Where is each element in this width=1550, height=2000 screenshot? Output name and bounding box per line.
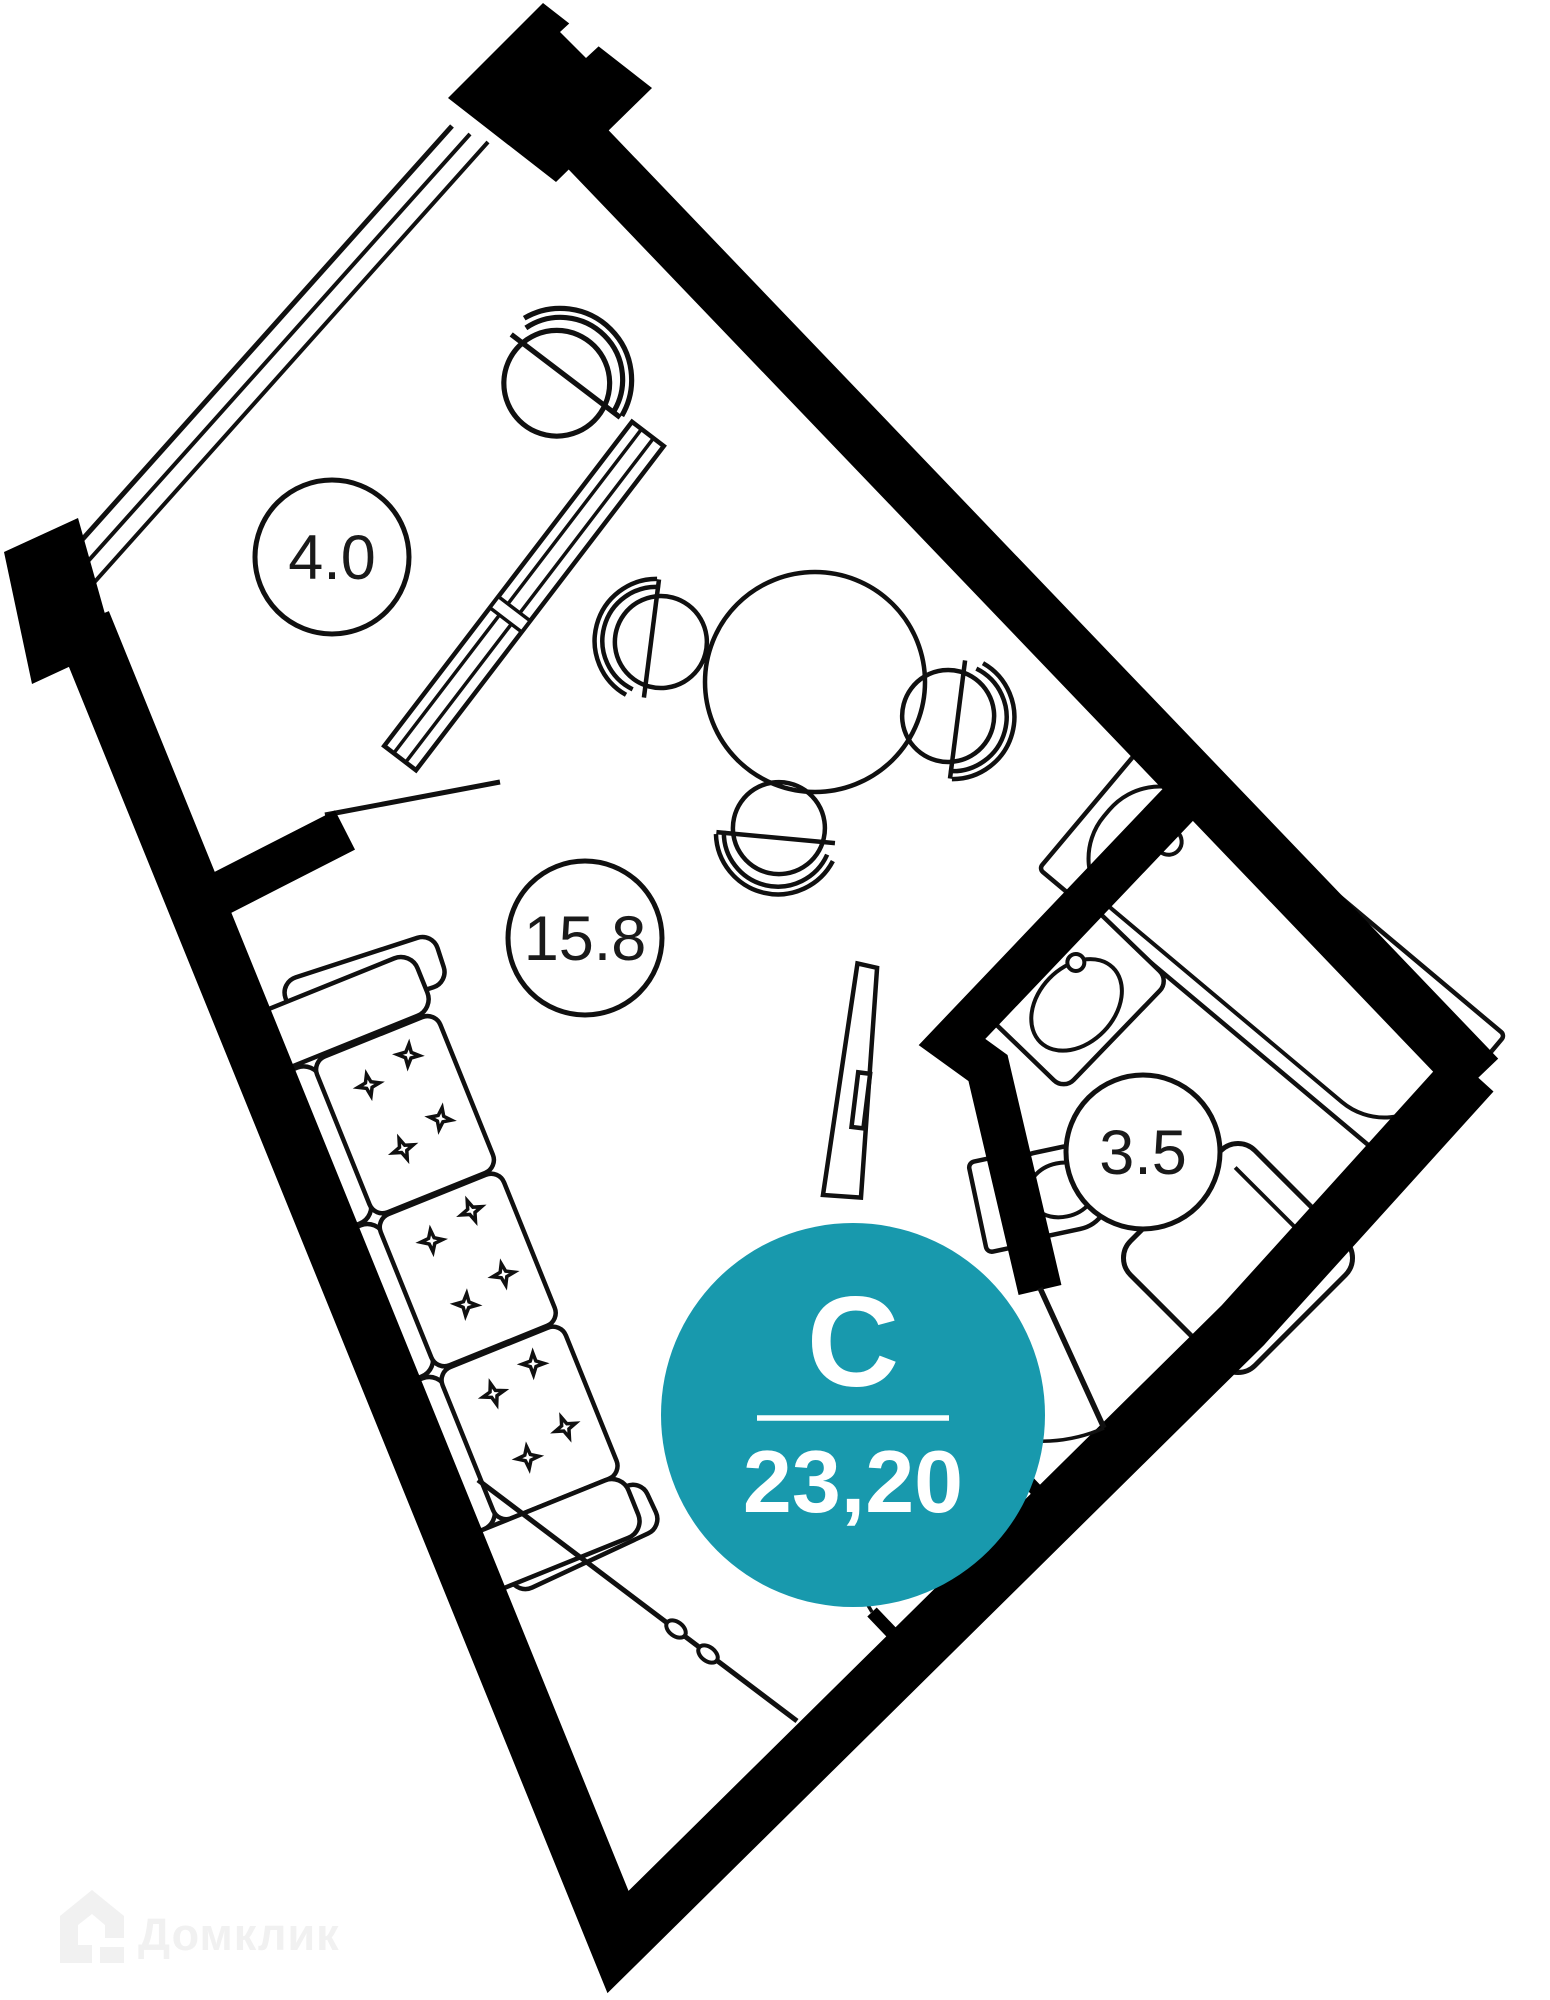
room-label-bathroom: 3.5: [1063, 1072, 1223, 1232]
watermark: Домклик: [60, 1890, 340, 1963]
room-area-living: 15.8: [524, 904, 647, 974]
room-area-bathroom: 3.5: [1099, 1118, 1187, 1188]
outer-wall-left-bottom-right: [55, 611, 1494, 1994]
tv-mount: [848, 1069, 873, 1131]
tv-panel: [820, 960, 880, 1200]
room-area-balcony: 4.0: [288, 523, 376, 593]
balcony-window: [28, 124, 490, 616]
dining-chair-left: [581, 567, 721, 712]
unit-badge-circle: [661, 1223, 1045, 1607]
bathroom-door-leaf: [1037, 1286, 1107, 1430]
room-label-balcony: 4.0: [252, 477, 412, 637]
unit-total-area: 23,20: [743, 1432, 963, 1531]
window-mullion: [487, 594, 533, 635]
balcony-partition-wall: [197, 810, 356, 920]
unit-type-letter: С: [807, 1271, 899, 1414]
dining-table-group: [702, 569, 928, 795]
bathroom-partition-wall: [918, 774, 1208, 1296]
dining-table: [702, 569, 928, 795]
watermark-brand-text: Домклик: [138, 1909, 340, 1960]
top-wall-block: [448, 3, 652, 182]
outer-wall-top: [539, 100, 1499, 1098]
balcony-partition-window: [381, 418, 667, 774]
top-wall-block-notch: [560, 8, 612, 58]
walls: [55, 100, 1499, 1994]
dining-chair-right: [888, 646, 1028, 791]
unit-badge: С 23,20: [661, 1223, 1045, 1607]
room-label-living: 15.8: [505, 858, 665, 1018]
entry-door-jamb: [867, 1607, 898, 1639]
balcony-door-leaf: [324, 779, 501, 818]
hall-partition-line: [476, 1478, 799, 1723]
sink-drain: [1065, 951, 1087, 973]
domclick-house-icon: [60, 1890, 124, 1963]
window-corner-block: [4, 518, 114, 684]
